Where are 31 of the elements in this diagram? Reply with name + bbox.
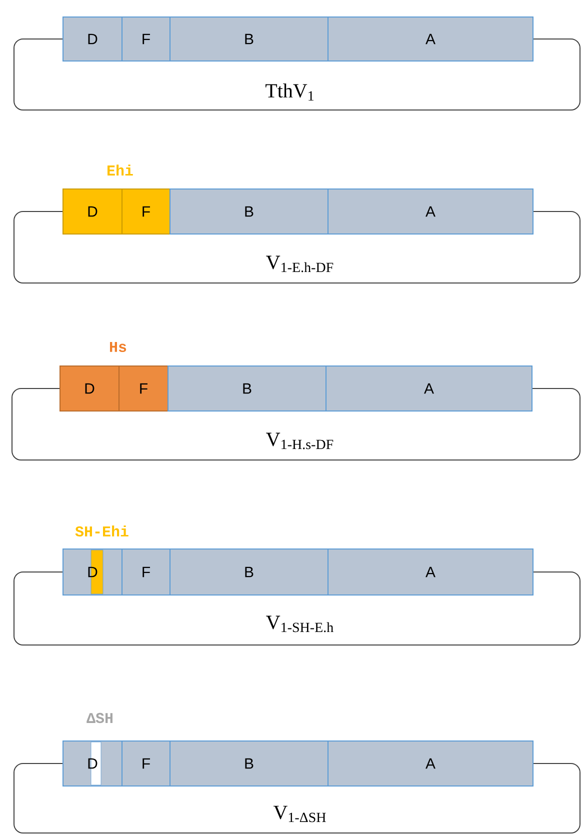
segment-box: B xyxy=(168,366,326,412)
segment-box: D xyxy=(60,366,120,412)
segment-box: F xyxy=(118,366,168,412)
segment-box: F xyxy=(122,548,170,596)
insert-tag: Hs xyxy=(110,342,126,352)
segment-box: A xyxy=(328,740,534,786)
segment-box: F xyxy=(122,16,170,62)
construct-name: V$_{1-E.h-DF}$ xyxy=(266,256,334,272)
insert-tag: Ehi xyxy=(108,164,133,176)
construct-name: TthV$_{1}$ xyxy=(266,84,314,100)
segment-box: D xyxy=(62,740,122,786)
segment-box: D xyxy=(62,16,122,62)
segment-box: A xyxy=(328,548,534,596)
loop-line xyxy=(12,388,580,460)
node-label: D xyxy=(88,758,98,769)
segment-box: F xyxy=(122,188,170,234)
segment-box: A xyxy=(328,188,534,234)
construct-name: V$_{1-ΔSH}$ xyxy=(273,806,326,822)
loop-line xyxy=(14,38,580,110)
loop-line xyxy=(14,211,580,284)
segment-box: D xyxy=(62,188,122,234)
segment-box: A xyxy=(328,16,534,62)
loop-line xyxy=(14,763,580,834)
segment-box: A xyxy=(326,366,532,412)
insert-tag: SH-Ehi xyxy=(75,526,128,536)
loop-line xyxy=(14,572,580,646)
construct-name: V$_{1-H.s-DF}$ xyxy=(266,432,334,450)
segment-box: B xyxy=(170,188,328,234)
segment-box: F xyxy=(122,740,170,786)
construct-name: V$_{1-SH-E.h}$ xyxy=(266,616,334,632)
insert-tag: ΔSH xyxy=(86,712,112,724)
